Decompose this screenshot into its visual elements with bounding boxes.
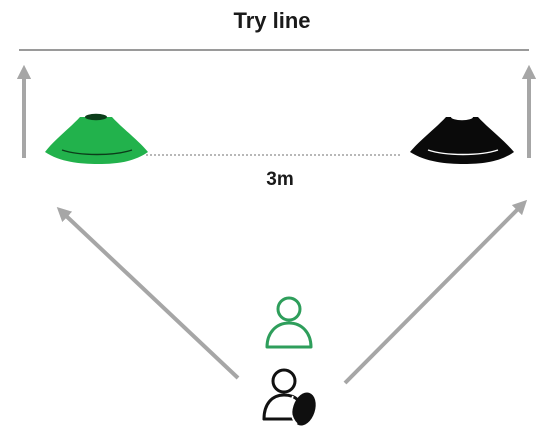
green-cone-icon bbox=[45, 113, 148, 164]
left-diagonal-arrow bbox=[56, 207, 240, 380]
person-outline-icon bbox=[265, 296, 313, 349]
person-with-ball-icon bbox=[262, 368, 316, 426]
distance-label: 3m bbox=[266, 169, 294, 190]
black-cone-icon bbox=[410, 113, 514, 164]
right-diagonal-arrow bbox=[343, 199, 528, 385]
try-line-label: Try line bbox=[233, 8, 311, 33]
rugby-ball-icon bbox=[289, 392, 316, 426]
